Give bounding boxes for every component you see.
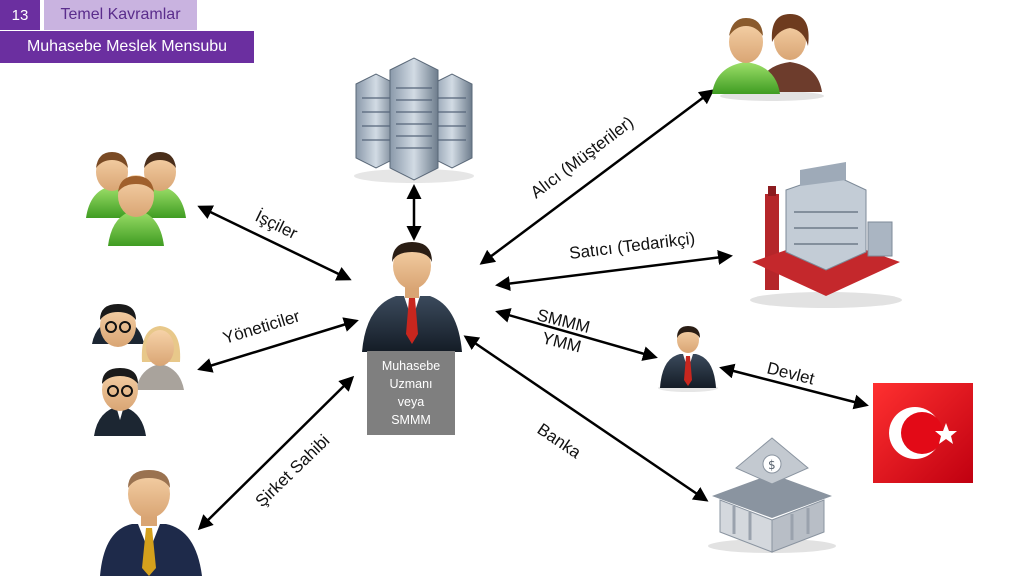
center-line: Uzmanı (389, 377, 433, 391)
arrow-buyers (479, 89, 715, 265)
workers-group-icon (86, 152, 186, 246)
label-owner: Şirket Sahibi (252, 431, 334, 511)
customers-icon (712, 14, 824, 101)
smmm-person-icon (658, 326, 718, 392)
company-owner-icon (100, 470, 202, 576)
center-line: veya (397, 395, 425, 409)
supplier-factory-icon (750, 162, 902, 308)
slide-subtitle: Muhasebe Meslek Mensubu (0, 31, 254, 63)
slide-number: 13 (0, 0, 40, 30)
label-sellers: Satıcı (Tedarikçi) (568, 229, 696, 263)
company-buildings-icon (354, 57, 474, 183)
label-workers: İşçiler (252, 207, 301, 244)
bank-building-icon: $ (708, 437, 836, 553)
center-role-box: Muhasebe Uzmanı veya SMMM (367, 351, 455, 435)
arrow-managers (197, 317, 359, 373)
arrow-workers (197, 205, 352, 281)
relation-arrows (197, 89, 869, 531)
accountant-figure-icon (362, 242, 462, 352)
label-state: Devlet (765, 358, 817, 388)
managers-group-icon (92, 304, 184, 436)
arrow-bank (463, 335, 709, 502)
center-line: SMMM (391, 413, 431, 427)
label-bank: Banka (534, 420, 585, 463)
arrow-owner (197, 375, 355, 531)
arrow-sellers (495, 250, 733, 291)
center-line: Muhasebe (381, 359, 441, 373)
dollar-sign-icon: $ (768, 458, 776, 472)
arrow-state (719, 363, 869, 410)
turkish-flag-icon (873, 383, 973, 483)
section-title: Temel Kavramlar (44, 0, 197, 30)
